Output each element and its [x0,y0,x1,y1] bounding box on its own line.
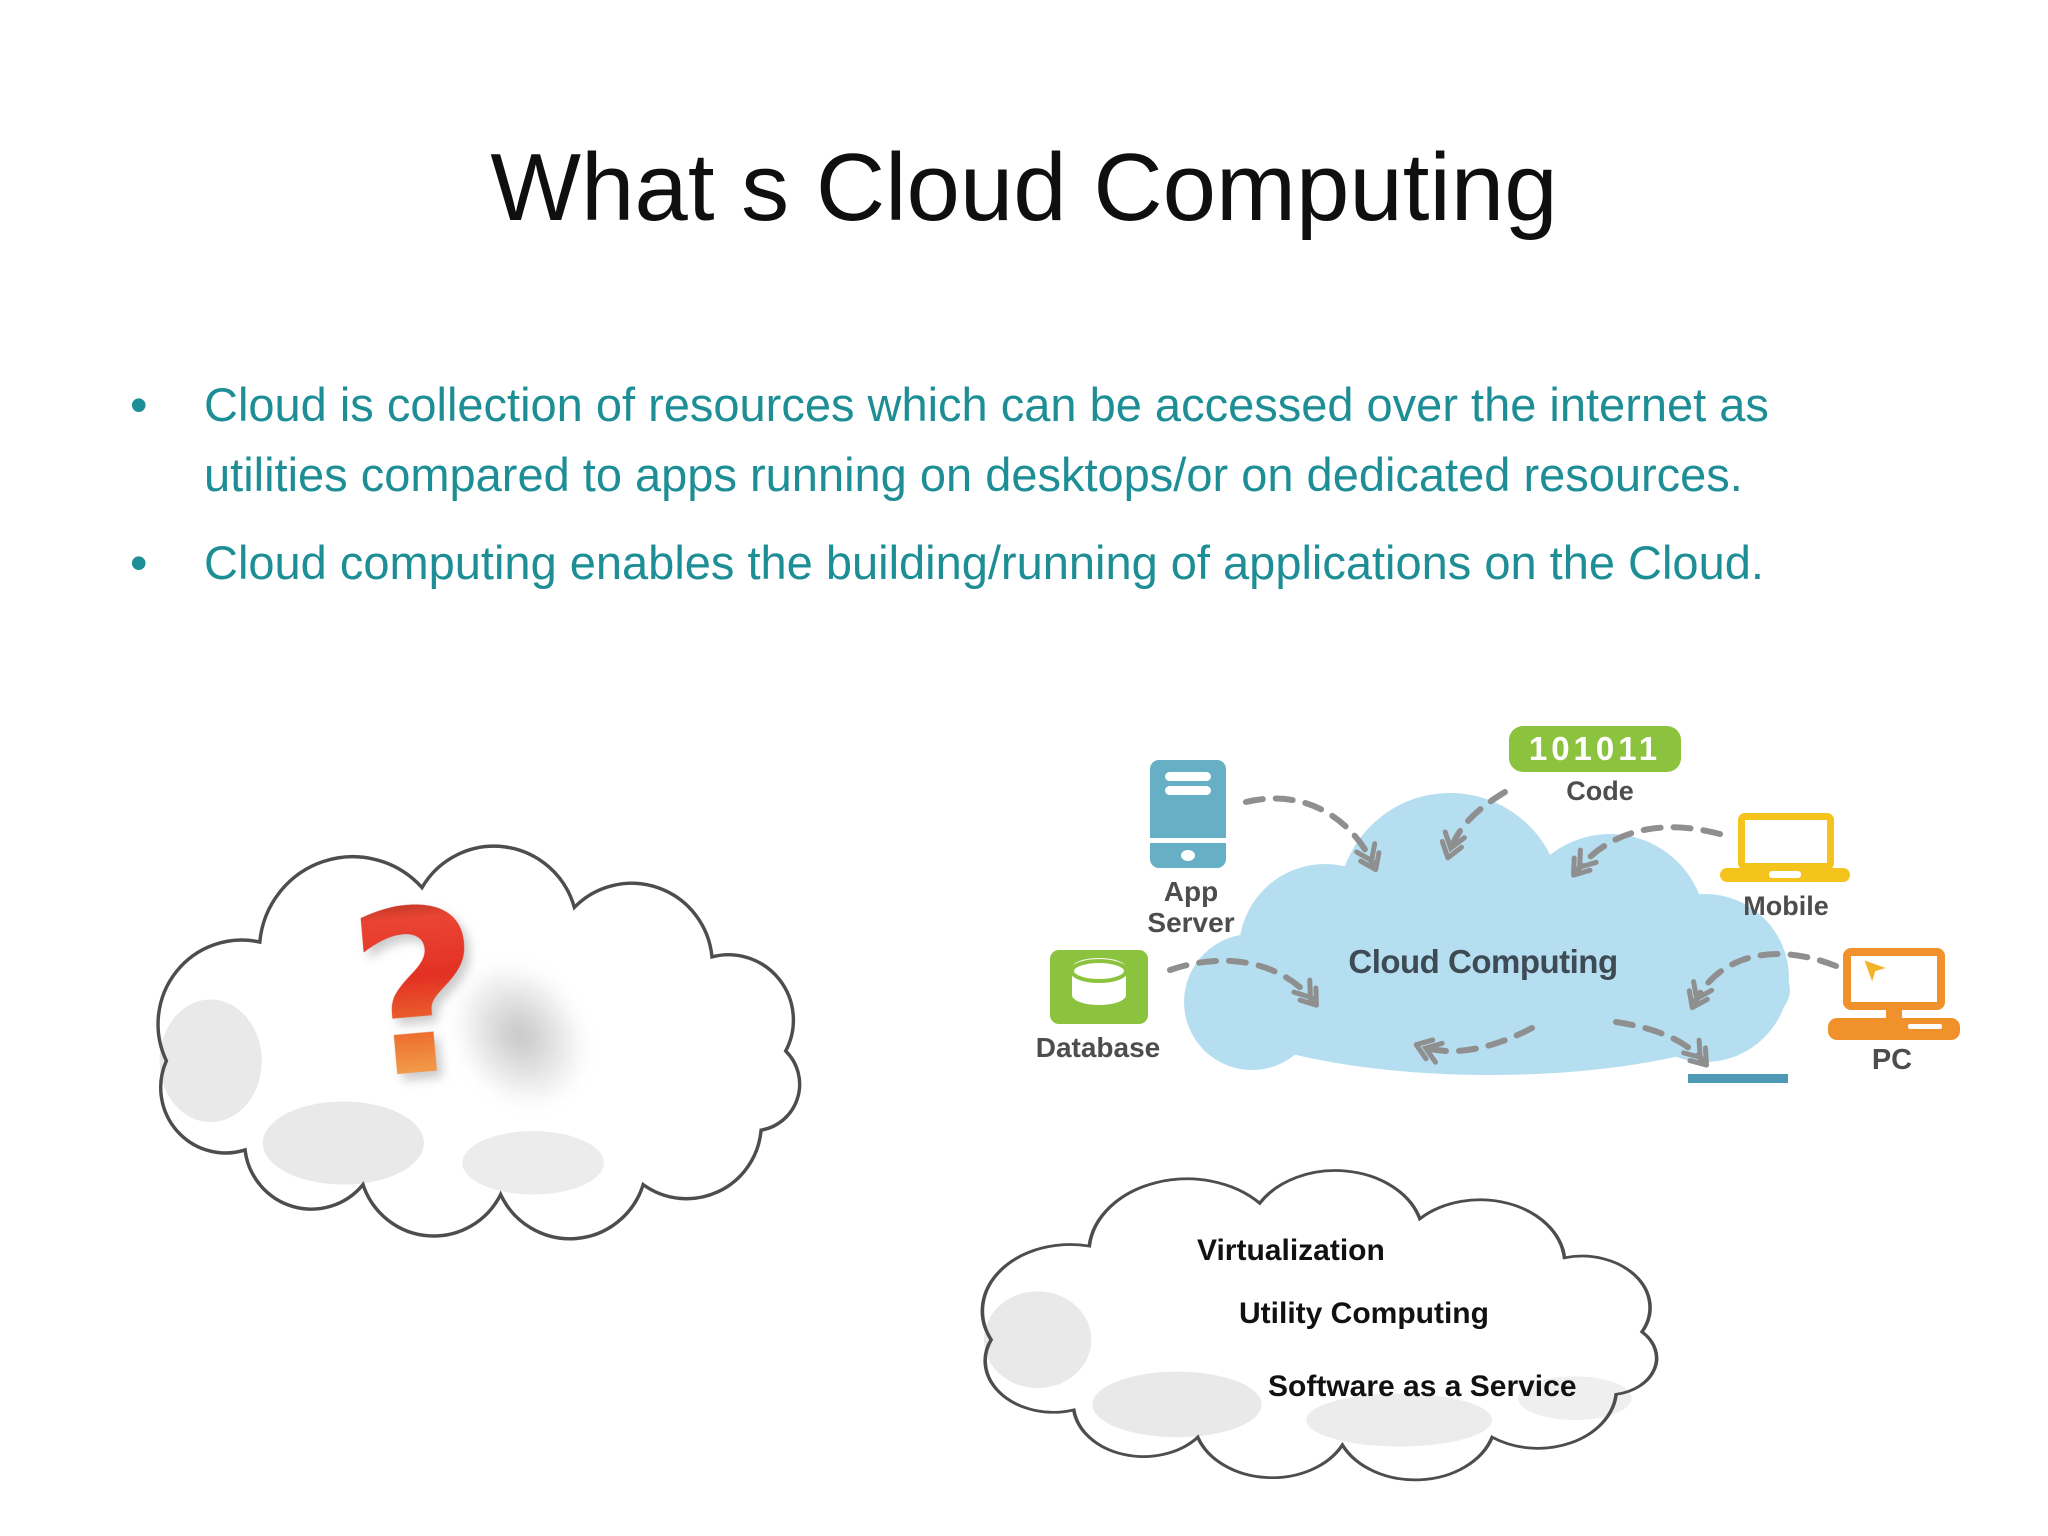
mobile-label: Mobile [1743,891,1829,921]
cloud-shading [1306,1393,1493,1447]
database-icon [1050,950,1148,1024]
code-label: Code [1566,776,1634,806]
bullet-item: • Cloud is collection of resources which… [130,370,1980,510]
pc-stand [1886,1008,1902,1020]
question-cloud-shape [156,844,802,1241]
arrow-pc-to-cloud [1686,951,1839,1011]
arrow-appserver-to-cloud [1243,795,1382,873]
cloud-shading [462,1131,604,1195]
arrow-cloud-bottom-left [1413,1025,1535,1065]
bullet-dot-icon: • [130,377,148,433]
services-cloud-shape [980,1168,1659,1482]
cloud-shading [1092,1371,1262,1438]
server-slot [1165,772,1211,781]
laptop-notch [1769,871,1801,878]
database-label: Database [1035,1032,1161,1063]
pc-base-detail [1908,1024,1942,1029]
server-led [1181,850,1195,861]
bullet-text: Cloud computing enables the building/run… [204,536,1764,589]
bullet-dot-icon: • [130,535,148,591]
cloud-computing-cloud [1184,793,1790,1075]
code-chip-value: 101011 [1528,730,1662,767]
pc-monitor-icon [1843,948,1945,1010]
server-divider [1150,838,1226,843]
arrow-code-to-cloud [1439,789,1508,861]
cloud-computing-label: Cloud Computing [1348,943,1618,980]
database-cylinder-icon [1070,958,1128,1005]
blue-underline [1688,1074,1788,1083]
flow-arrows [1167,789,1839,1068]
service-item-saas: Software as a Service [1268,1370,1577,1403]
arrow-database-to-cloud [1167,957,1319,1008]
cloud-shading [983,1291,1092,1389]
arrow-mobile-to-cloud [1571,824,1723,878]
pc-keyboard-base [1828,1018,1960,1040]
cloud-shading [159,999,262,1123]
app-server-icon [1150,760,1226,868]
server-slot [1165,786,1211,795]
app-server-label: App Server [1147,876,1235,938]
service-item-virtualization: Virtualization [1197,1234,1385,1267]
bullet-list: • Cloud is collection of resources which… [130,370,1980,598]
code-chip: 101011 [1509,726,1681,772]
question-mark-icon: ? [340,857,495,1132]
pc-label: PC [1871,1044,1913,1076]
arrow-cloud-bottom-right [1613,1019,1710,1068]
slide-title: What s Cloud Computing [490,134,1558,241]
laptop-icon [1738,813,1834,870]
cloud-shading [262,1101,424,1185]
bullet-item: • Cloud computing enables the building/r… [130,528,1980,598]
bullet-text: Cloud is collection of resources which c… [204,378,1769,501]
service-item-utility-computing: Utility Computing [1239,1297,1489,1330]
cloud-shading [1517,1376,1632,1421]
